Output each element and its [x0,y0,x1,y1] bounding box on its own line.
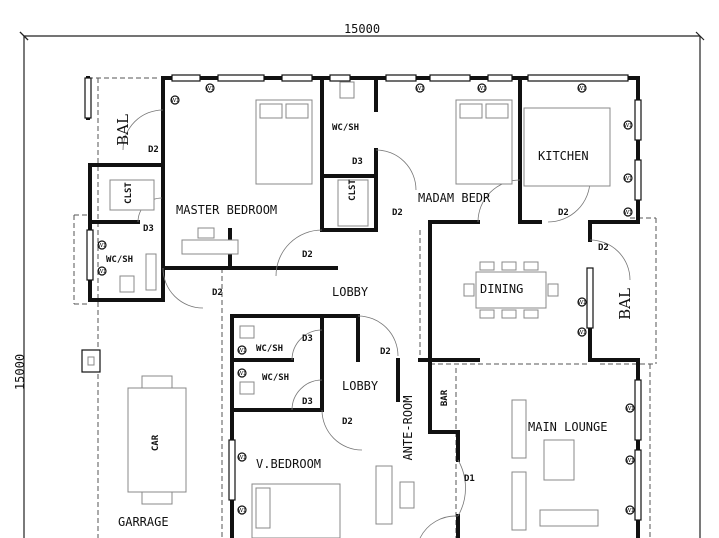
svg-text:W1: W1 [171,98,179,104]
room-label-wc-mid2: WC/SH [262,373,289,383]
dimension-top: 15000 [344,22,380,36]
car [127,375,187,505]
door-tag: D2 [302,250,313,260]
svg-text:W1: W1 [478,86,486,92]
room-label-clst-top: CLST [348,179,358,201]
dimension-lines: 15000 15000 [13,22,705,538]
svg-text:W1: W1 [626,406,634,412]
room-label-dining: DINING [480,282,523,296]
svg-text:W1: W1 [416,86,424,92]
room-label-wc-mid1: WC/SH [256,344,283,354]
door-tag: D2 [380,347,391,357]
room-label-garrage: GARRAGE [118,515,169,529]
door-tag: D2 [212,288,223,298]
lounge-furniture [511,399,599,531]
door-tag: D1 [464,474,475,484]
window-tags: W1 W1 W1 W1 W1 W1 W1 W1 W1 W1 W1 W1 W1 W… [97,83,635,515]
door-tag: D2 [598,243,609,253]
furniture [81,81,611,538]
room-labels: BAL BAL MASTER BEDROOM MADAM BEDR KITCHE… [106,114,634,529]
svg-text:W1: W1 [624,176,632,182]
svg-text:W1: W1 [578,330,586,336]
svg-text:W1: W1 [238,371,246,377]
master-bed [255,99,313,185]
room-label-main-lounge: MAIN LOUNGE [528,420,607,434]
svg-text:W1: W1 [98,269,106,275]
kitchen-counter [523,107,611,187]
door-tag: D2 [148,145,159,155]
svg-text:W1: W1 [578,300,586,306]
windows [84,74,642,521]
room-label-madam-bedroom: MADAM BEDR [418,191,491,205]
door-tag: D3 [352,157,363,167]
svg-text:W1: W1 [206,86,214,92]
door-tag: D2 [342,417,353,427]
room-label-bar: BAR [440,389,450,406]
door-tag: D3 [143,224,154,234]
room-label-wc-top: WC/SH [332,123,359,133]
room-label-wc-left: WC/SH [106,255,133,265]
svg-text:W1: W1 [238,508,246,514]
svg-text:W1: W1 [624,210,632,216]
room-label-kitchen: KITCHEN [538,149,589,163]
svg-text:W1: W1 [624,123,632,129]
room-label-clst-left: CLST [124,182,134,204]
room-label-lobby-top: LOBBY [332,285,369,299]
master-sofa [181,239,239,255]
room-label-bal-left: BAL [114,114,132,146]
room-label-ante-room: ANTE-ROOM [401,395,415,460]
dimension-left: 15000 [13,354,27,390]
svg-text:W1: W1 [98,243,106,249]
svg-text:W1: W1 [626,458,634,464]
room-label-car: CAR [151,434,161,451]
room-label-bal-right: BAL [616,288,634,320]
toilet-left [119,275,135,293]
room-label-v-bedroom: V.BEDROOM [256,457,321,471]
dining-table [463,261,559,319]
room-label-master-bedroom: MASTER BEDROOM [176,203,277,217]
svg-text:W1: W1 [578,86,586,92]
door-tag: D3 [302,397,313,407]
door-tag: D3 [302,334,313,344]
door-tag: D2 [558,208,569,218]
room-label-lobby-mid: LOBBY [342,379,379,393]
svg-text:W1: W1 [626,508,634,514]
madam-bed [455,99,513,185]
svg-text:W1: W1 [238,455,246,461]
ante-room-seat [375,465,393,525]
door-tag: D2 [392,208,403,218]
svg-text:W1: W1 [238,348,246,354]
door-tags: D2 D3 D3 D2 D2 D2 D2 D2 D3 D3 D2 D2 D1 [143,145,609,484]
